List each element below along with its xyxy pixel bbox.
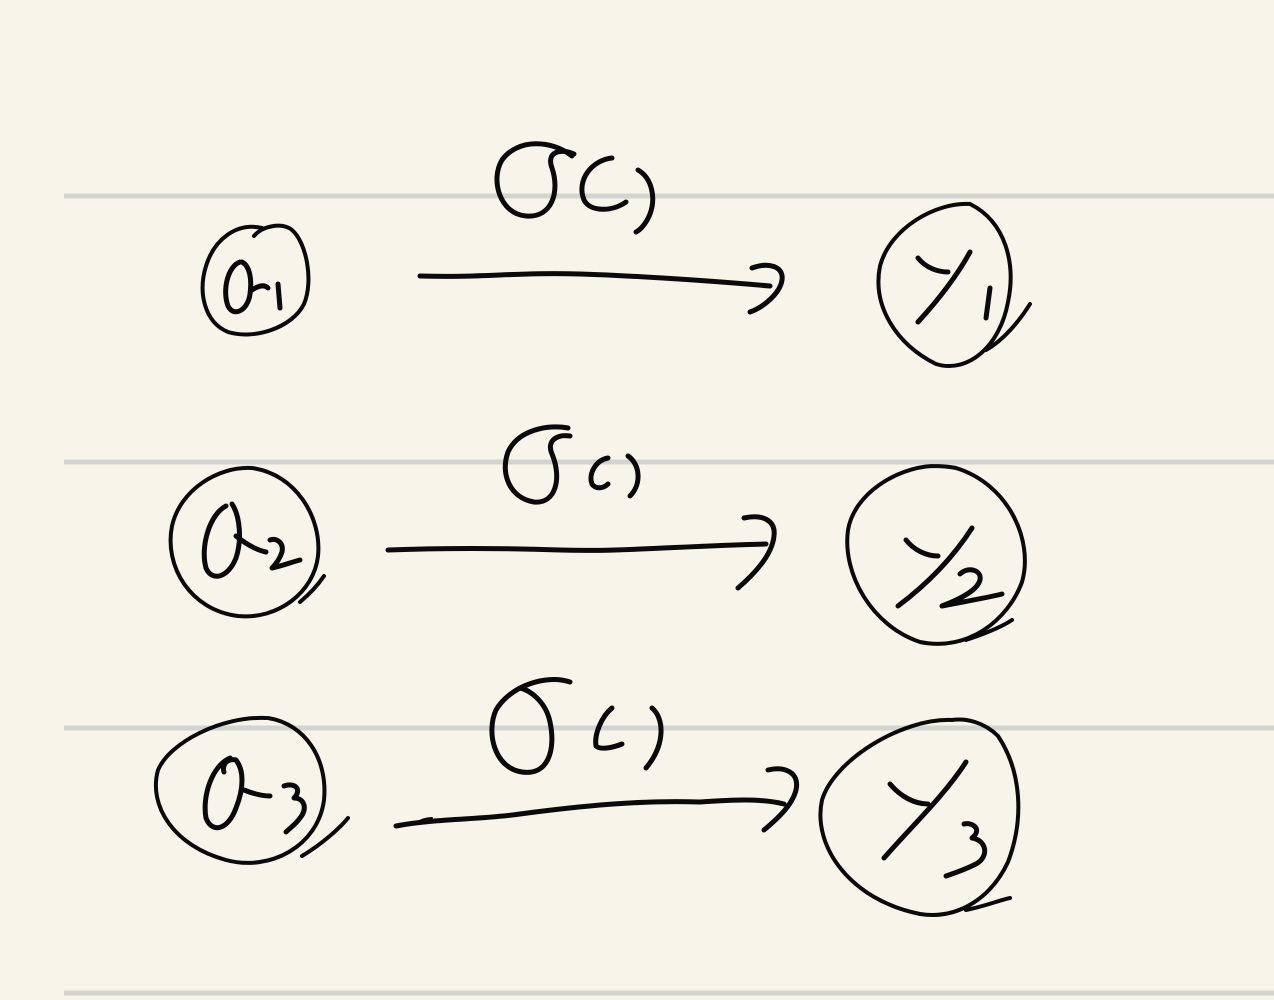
- output-node-ring: [876, 201, 1013, 368]
- output-node-tail: [964, 618, 1014, 642]
- input-node-tail: [300, 816, 350, 858]
- parentheses-glyph: [593, 705, 664, 771]
- output-node-ring: [818, 717, 1021, 917]
- input-node-ring: [168, 465, 321, 619]
- function-label-3: [489, 677, 664, 775]
- output-node-tail: [964, 896, 1012, 912]
- diagram-row-3: [153, 677, 1021, 917]
- output-label-glyph: [915, 249, 993, 325]
- arrow-1: [417, 262, 785, 315]
- function-label-1: [494, 141, 656, 235]
- arrow-head: [761, 766, 800, 833]
- output-node-y2: [845, 464, 1027, 646]
- input-label-glyph: [202, 755, 307, 835]
- arrow-2: [385, 514, 777, 591]
- sigma-glyph: [502, 424, 573, 505]
- output-label-glyph: [895, 525, 1005, 609]
- input-label-glyph: [223, 259, 283, 315]
- output-node-tail: [984, 302, 1032, 352]
- arrow-head: [747, 262, 785, 315]
- output-node-y3: [818, 717, 1021, 917]
- arrow-shaft: [385, 541, 769, 553]
- input-node-a1: [200, 223, 311, 337]
- arrow-shaft: [393, 797, 787, 829]
- arrow-head: [735, 514, 777, 591]
- sigma-glyph: [494, 141, 577, 219]
- input-node-ring: [153, 715, 327, 865]
- output-node-y1: [876, 201, 1032, 368]
- diagram-row-2: [168, 424, 1027, 646]
- input-node-a3: [153, 715, 350, 865]
- sigma-glyph: [489, 677, 573, 775]
- output-label-glyph: [881, 759, 988, 879]
- arrow-tail-flick: [413, 817, 433, 825]
- input-label-glyph: [201, 501, 303, 579]
- diagram-row-1: a1: [200, 141, 1032, 368]
- parentheses-glyph: [588, 453, 641, 499]
- arrow-3: [393, 766, 800, 833]
- function-label-2: [502, 424, 641, 505]
- input-node-tail: [298, 574, 326, 604]
- input-node-a2: [168, 465, 326, 619]
- ruled-lines: [64, 193, 1274, 996]
- parentheses-glyph: [579, 155, 656, 235]
- input-node-ring: [200, 223, 311, 337]
- arrow-shaft: [417, 271, 773, 289]
